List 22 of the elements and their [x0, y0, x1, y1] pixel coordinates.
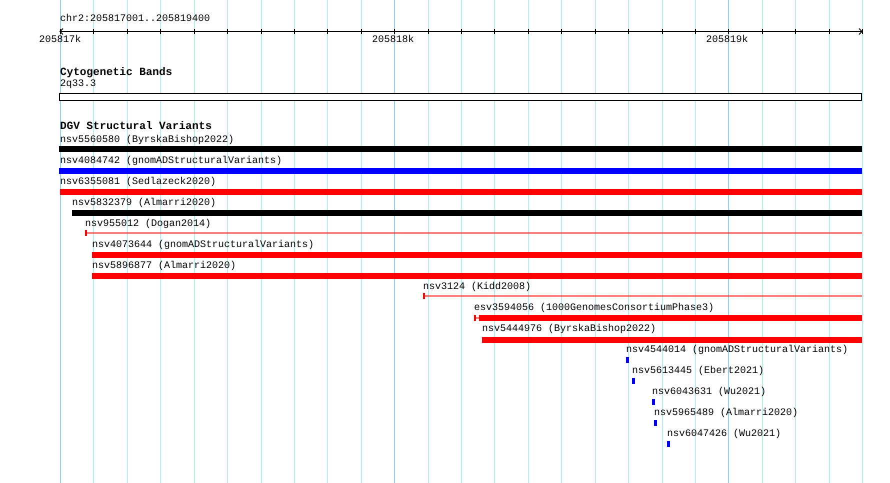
- scale-label: 205817k: [39, 35, 81, 47]
- variant-label: nsv4073644 (gnomADStructuralVariants): [92, 240, 314, 252]
- variant-label: nsv955012 (Dogan2014): [85, 219, 212, 231]
- variant-label: nsv4544014 (gnomADStructuralVariants): [626, 345, 848, 357]
- variant-label: nsv5613445 (Ebert2021): [632, 366, 764, 378]
- band-label: 2q33.3: [60, 79, 96, 91]
- variant-label: nsv6355081 (Sedlazeck2020): [60, 177, 216, 189]
- track-title: Cytogenetic Bands: [60, 67, 172, 79]
- variant-label: nsv4084742 (gnomADStructuralVariants): [60, 156, 282, 168]
- variant-label: esv3594056 (1000GenomesConsortiumPhase3): [474, 303, 714, 315]
- track-title: DGV Structural Variants: [60, 121, 212, 133]
- variant-label: nsv5965489 (Almarri2020): [654, 408, 798, 420]
- variant-label: nsv5832379 (Almarri2020): [72, 198, 216, 210]
- variant-label: nsv6047426 (Wu2021): [667, 429, 782, 441]
- scale-label: 205818k: [372, 35, 414, 47]
- variant-label: nsv3124 (Kidd2008): [423, 282, 532, 294]
- variant-label: nsv5560580 (ByrskaBishop2022): [60, 135, 234, 147]
- variant-label: nsv6043631 (Wu2021): [652, 387, 766, 399]
- scale-label: 205819k: [706, 35, 748, 47]
- variant-label: nsv5896877 (Almarri2020): [92, 261, 236, 273]
- variant-label: nsv5444976 (ByrskaBishop2022): [482, 324, 656, 336]
- locus-label: chr2:205817001..205819400: [60, 14, 210, 26]
